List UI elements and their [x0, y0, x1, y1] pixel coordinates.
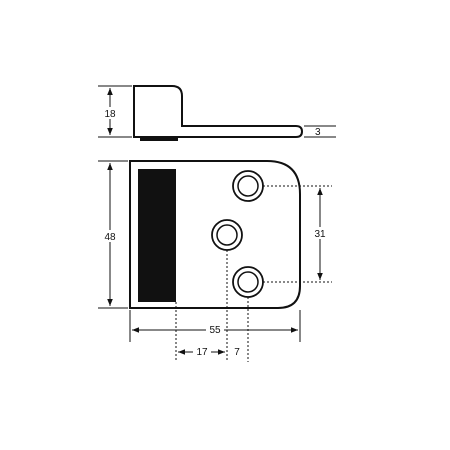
- side-profile-outline: [133, 85, 304, 138]
- dimension-label-55: 55: [209, 325, 221, 336]
- mounting-hole-bottom: [232, 266, 264, 298]
- label-background: [206, 323, 224, 335]
- hole-inner-ring: [237, 175, 259, 197]
- label-background: [102, 107, 118, 119]
- dimension-label-7: 7: [234, 347, 240, 358]
- label-background: [102, 230, 118, 242]
- dimension-offsets: 17 7: [178, 345, 240, 358]
- mounting-hole-middle: [211, 219, 243, 251]
- mounting-hole-top: [232, 170, 264, 202]
- dimension-label-3: 3: [315, 127, 321, 138]
- dimension-hole-spacing: 31: [263, 185, 332, 283]
- side-view: [133, 85, 304, 141]
- dimension-width: 55: [132, 323, 298, 336]
- hole-inner-ring: [216, 224, 238, 246]
- dimension-label-18: 18: [104, 109, 116, 120]
- hole-inner-ring: [237, 271, 259, 293]
- dimension-label-48: 48: [104, 232, 116, 243]
- front-view: [129, 160, 301, 309]
- dimension-height-front: 48: [98, 160, 128, 309]
- dimension-label-17: 17: [196, 347, 208, 358]
- front-pad-block: [138, 169, 176, 302]
- front-plate-outline: [129, 160, 301, 309]
- side-pad-strip: [140, 136, 178, 141]
- dimension-thickness: 3: [304, 125, 336, 138]
- label-background: [311, 227, 329, 239]
- label-background: [193, 345, 211, 357]
- dimension-label-31: 31: [314, 229, 326, 240]
- dimension-height-side: 18: [98, 85, 132, 138]
